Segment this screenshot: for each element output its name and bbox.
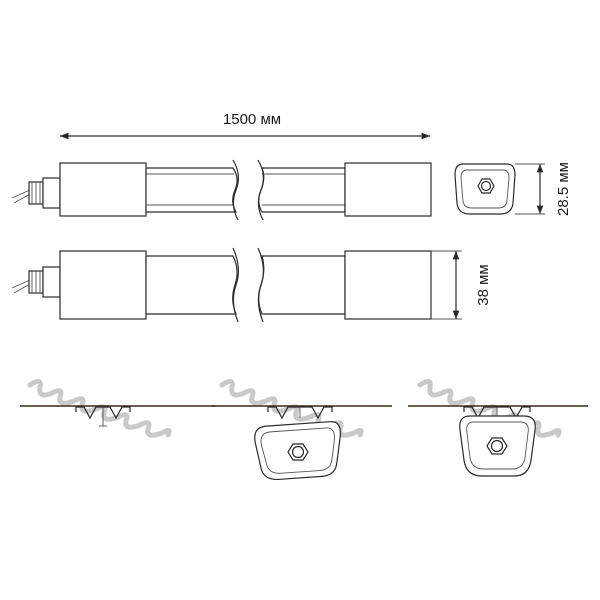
end-cap-hole [291, 445, 305, 459]
break-mark-left [232, 247, 239, 323]
fixture-end-profile: 28.5 мм [454, 162, 572, 216]
break-mark-left [232, 159, 239, 221]
tube-left-section [145, 167, 238, 213]
mounting-step-1 [20, 379, 215, 438]
left-end-cap [59, 162, 147, 217]
cable-wire [13, 283, 31, 294]
mounting-step-2 [212, 379, 392, 481]
fixture-profile-inner [260, 427, 335, 474]
height-dimension-label: 28.5 мм [555, 162, 572, 216]
fixture-top-view: 38 мм [11, 247, 492, 323]
cable-gland-body [42, 266, 61, 298]
cable-gland-body [42, 177, 61, 209]
break-mark-right [257, 247, 264, 323]
ceiling-hatch [27, 379, 172, 438]
left-end-cap [59, 250, 147, 320]
right-end-cap [344, 162, 432, 217]
right-end-cap [344, 250, 432, 320]
cable [11, 189, 31, 199]
depth-dimension-label: 38 мм [475, 264, 492, 305]
end-cap-hole [490, 439, 504, 453]
end-cap-hole [480, 180, 492, 192]
fixture-side-view: 1500 мм [11, 111, 432, 221]
profile-inner [460, 169, 510, 209]
mounting-step-3 [408, 379, 588, 477]
cable [11, 279, 31, 289]
tube-left-section [145, 255, 238, 315]
fixture-profile-inner [466, 421, 529, 470]
tube-right-section [258, 255, 346, 315]
length-dimension-label: 1500 мм [223, 111, 281, 128]
break-mark-right [257, 159, 264, 221]
cable-wire [13, 193, 31, 204]
